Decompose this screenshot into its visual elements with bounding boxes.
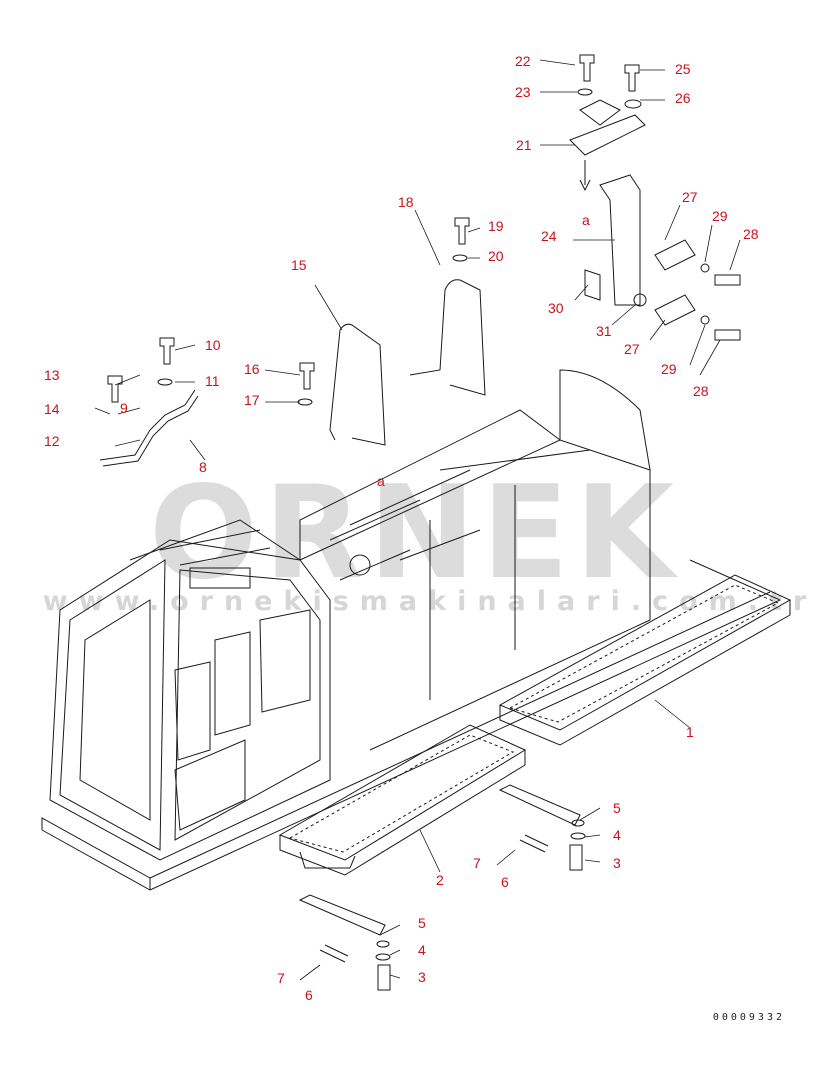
part-label-28-2: 28 [693, 383, 709, 399]
part-label-6: 6 [501, 874, 509, 890]
watermark-url: www.ornekismakinalari.com.tr [42, 586, 818, 617]
part-label-22: 22 [515, 53, 531, 69]
part-label-25: 25 [675, 61, 691, 77]
part-label-5: 5 [613, 800, 621, 816]
view-mark-a: a [377, 473, 385, 489]
part-label-3-2: 3 [418, 969, 426, 985]
part-number-labels: 1233445566778910111213141516171819202122… [44, 53, 759, 1003]
part-label-1: 1 [686, 724, 694, 740]
part-label-18: 18 [398, 194, 414, 210]
part-label-15: 15 [291, 257, 307, 273]
leader-lines [94, 59, 741, 981]
part-label-8: 8 [199, 459, 207, 475]
part-label-12: 12 [44, 433, 60, 449]
part-label-9: 9 [120, 400, 128, 416]
step-platforms [278, 574, 792, 876]
part-label-24: 24 [541, 228, 557, 244]
watermark-logo: ORNEK [148, 459, 681, 608]
part-label-23: 23 [515, 84, 531, 100]
part-label-13: 13 [44, 367, 60, 383]
part-label-5-2: 5 [418, 915, 426, 931]
part-label-28: 28 [743, 226, 759, 242]
part-label-31: 31 [596, 323, 612, 339]
fasteners [107, 54, 642, 991]
part-label-6-2: 6 [305, 987, 313, 1003]
part-label-4: 4 [613, 827, 621, 843]
part-label-29: 29 [712, 208, 728, 224]
handrails [99, 279, 486, 467]
part-label-4-2: 4 [418, 942, 426, 958]
part-label-30: 30 [548, 300, 564, 316]
part-label-7-2: 7 [277, 970, 285, 986]
drawing-code: 00009332 [712, 1012, 785, 1023]
part-label-21: 21 [516, 137, 532, 153]
part-label-27-2: 27 [624, 341, 640, 357]
part-label-29-2: 29 [661, 361, 677, 377]
part-label-14: 14 [44, 401, 60, 417]
part-label-7: 7 [473, 855, 481, 871]
machine-body [41, 369, 782, 891]
part-label-20: 20 [488, 248, 504, 264]
part-label-27: 27 [682, 189, 698, 205]
part-label-2: 2 [436, 872, 444, 888]
view-mark-a-detail: a [582, 212, 590, 228]
bracket-assembly [569, 99, 741, 341]
part-label-16: 16 [244, 361, 260, 377]
part-label-3: 3 [613, 855, 621, 871]
part-label-17: 17 [244, 392, 260, 408]
part-label-26: 26 [675, 90, 691, 106]
part-label-19: 19 [488, 218, 504, 234]
part-label-11: 11 [205, 373, 220, 389]
part-label-10: 10 [205, 337, 221, 353]
